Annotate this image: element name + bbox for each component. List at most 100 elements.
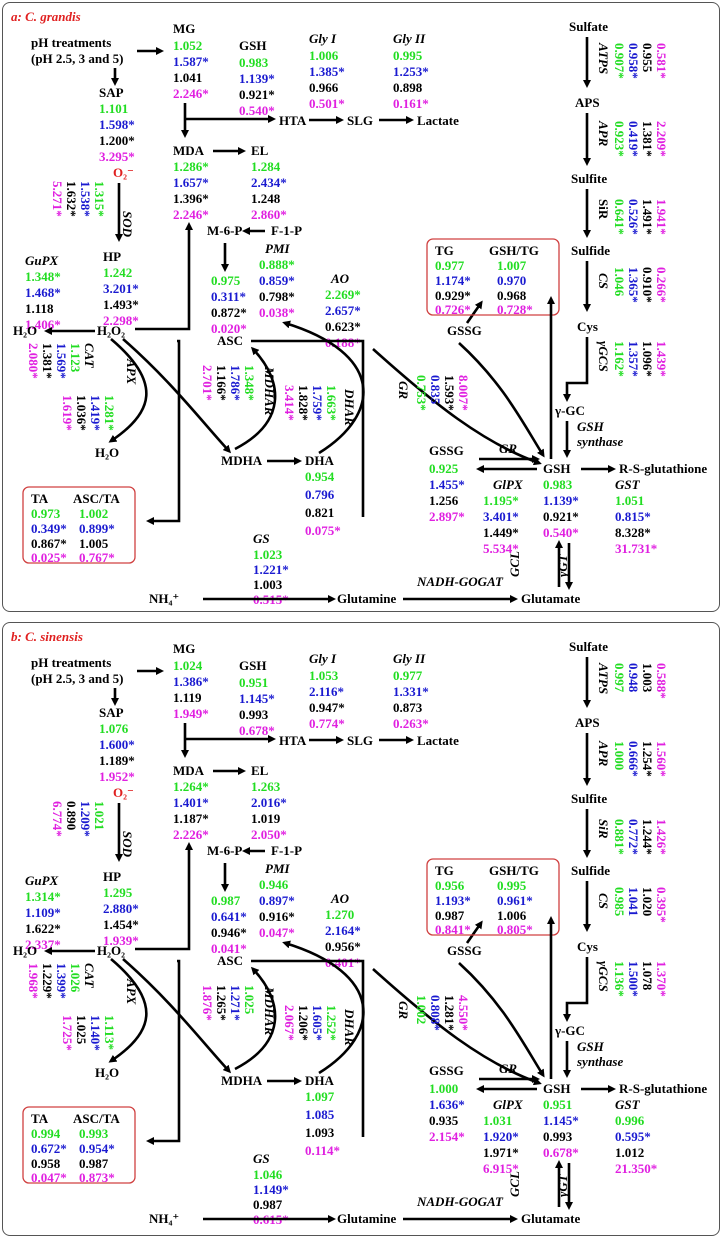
svg-text:0.916*: 0.916* [259, 909, 295, 924]
gsh-top-label: GSH [239, 658, 266, 673]
sir-values: 0.881* 0.772* 1.244* 1.426* [612, 819, 669, 855]
gr-a-label: GR [396, 1001, 411, 1019]
svg-text:0.993: 0.993 [239, 707, 269, 722]
svg-text:0.987: 0.987 [253, 1197, 283, 1212]
h2o-b-label: H₂O [95, 445, 119, 460]
hta-label: HTA [279, 113, 307, 128]
pmi-values: 0.946 0.897* 0.916* 0.047* [259, 877, 295, 940]
svg-text:0.985: 0.985 [612, 887, 627, 917]
svg-text:0.540*: 0.540* [543, 525, 579, 540]
ggcs-values: 1.162* 1.357* 1.096* 1.439* [612, 341, 669, 377]
svg-text:5.534*: 5.534* [483, 541, 519, 556]
sir-values: 0.641* 0.526* 1.491* 1.941* [612, 199, 669, 235]
svg-text:0.796: 0.796 [305, 487, 335, 502]
svg-text:0.767*: 0.767* [79, 550, 115, 565]
svg-text:0.114*: 0.114* [305, 1143, 340, 1158]
svg-text:0.954: 0.954 [305, 469, 335, 484]
f1p-label: F-1-P [271, 223, 302, 238]
gssg-b-values: 1.000 1.636* 0.935 2.154* [429, 1081, 465, 1144]
gr-a-values: 0.753* 0.835 1.593* 8.007* [414, 375, 471, 411]
dhar-values: 2.067* 1.206* 1.605* 1.252* [282, 1005, 339, 1041]
svg-text:1.295: 1.295 [103, 885, 133, 900]
h2o-b-label: H₂O [95, 1065, 119, 1080]
svg-text:1.139*: 1.139* [239, 71, 275, 86]
svg-text:6.774*: 6.774* [50, 801, 65, 837]
svg-text:ASC/TA: ASC/TA [73, 1111, 120, 1126]
ta-box [22, 486, 136, 564]
svg-text:1.314*: 1.314* [25, 889, 61, 904]
gsh-values: 0.951 1.145* 0.993 0.678* [543, 1097, 579, 1160]
arrow-dha-gsh [372, 348, 542, 466]
svg-text:1.622*: 1.622* [25, 921, 61, 936]
svg-text:0.923*: 0.923* [612, 121, 627, 157]
svg-text:1.206*: 1.206* [296, 1005, 311, 1041]
svg-text:1.253*: 1.253* [393, 64, 429, 79]
apx-values: 1.619* 1.036* 1.419* 1.281* [60, 395, 117, 431]
svg-text:TG: TG [435, 243, 454, 258]
svg-text:0.921*: 0.921* [239, 87, 275, 102]
mg-values: 1.052 1.587* 1.041 2.246* [173, 38, 209, 101]
svg-text:0.728*: 0.728* [497, 302, 533, 317]
gupx-label: GuPX [25, 253, 59, 268]
svg-text:1.003: 1.003 [253, 577, 283, 592]
svg-text:0.526*: 0.526* [626, 199, 641, 235]
slg-label: SLG [347, 113, 373, 128]
svg-text:1.046: 1.046 [253, 1167, 283, 1182]
svg-text:4.550*: 4.550* [456, 995, 471, 1031]
svg-text:1.725*: 1.725* [60, 1015, 75, 1051]
svg-text:1.399*: 1.399* [54, 963, 69, 999]
svg-text:1.270: 1.270 [325, 907, 354, 922]
cat-values: 2.080* 1.381* 1.569* 1.123 [26, 343, 83, 379]
svg-text:1.587*: 1.587* [173, 54, 209, 69]
svg-text:2.880*: 2.880* [103, 901, 139, 916]
svg-text:1.538*: 1.538* [78, 181, 93, 217]
gsh-top-values: 0.951 1.145* 0.993 0.678* [239, 675, 275, 738]
tg-box-content: TG GSH/TG 0.956 1.193* 0.987 0.841* 0.99… [435, 863, 539, 937]
svg-text:0.987: 0.987 [435, 908, 465, 923]
dha-label: DHA [305, 1073, 335, 1088]
aps-label: APS [575, 715, 600, 730]
gcl-label: GCL [507, 551, 522, 577]
svg-text:0.821: 0.821 [305, 505, 334, 520]
svg-text:0.947*: 0.947* [309, 700, 345, 715]
mda-label: MDA [173, 143, 205, 158]
o2-label: O₂⁻ [113, 165, 134, 180]
ao-values: 2.269* 2.657* 0.623* 0.188* [325, 287, 361, 350]
svg-text:1.149*: 1.149* [253, 1182, 289, 1197]
svg-text:0.815*: 0.815* [615, 509, 651, 524]
arrow-dha-gsh [372, 968, 542, 1086]
svg-text:1.244*: 1.244* [640, 819, 655, 855]
svg-text:1.118: 1.118 [25, 301, 54, 316]
rsg-label: R-S-glutathione [619, 1081, 707, 1096]
svg-text:1.006: 1.006 [309, 48, 339, 63]
svg-text:31.731*: 31.731* [615, 541, 657, 556]
hp-values: 1.295 2.880* 1.454* 1.939* [103, 885, 139, 948]
svg-text:1.426*: 1.426* [654, 819, 669, 855]
glyi-values: 1.006 1.385* 0.966 0.501* [309, 48, 345, 111]
sulfate-label: Sulfate [569, 19, 608, 34]
svg-text:6.915*: 6.915* [483, 1161, 519, 1176]
svg-text:1.023: 1.023 [253, 547, 283, 562]
cs-values: 0.985 1.041 1.020 0.395* [612, 887, 669, 923]
hp-label: HP [103, 869, 121, 884]
pathway-diagram: b: C. sinensis pH treatments (pH 2.5, 3 … [11, 629, 707, 1227]
svg-text:TG: TG [435, 863, 454, 878]
svg-text:0.897*: 0.897* [259, 893, 295, 908]
dha-values: 0.954 0.796 0.821 0.075* [305, 469, 341, 538]
svg-text:1.381*: 1.381* [640, 121, 655, 157]
apr-label: APR [596, 740, 611, 767]
panel-c-grandis: a: C. grandis pH treatments (pH 2.5, 3 a… [2, 2, 720, 612]
svg-text:1.256: 1.256 [429, 493, 459, 508]
svg-text:1.455*: 1.455* [429, 477, 465, 492]
dhar-values: 3.414* 1.828* 1.759* 1.663* [282, 385, 339, 421]
glutamate-label: Glutamate [521, 1211, 580, 1226]
svg-text:1.263: 1.263 [251, 779, 281, 794]
svg-text:1.454*: 1.454* [103, 917, 139, 932]
svg-text:0.772*: 0.772* [626, 819, 641, 855]
svg-text:0.666*: 0.666* [626, 741, 641, 777]
svg-text:1.221*: 1.221* [253, 562, 289, 577]
hp-values: 1.242 3.201* 1.493* 2.298* [103, 265, 139, 328]
svg-text:1.493*: 1.493* [103, 297, 139, 312]
svg-text:1.560*: 1.560* [654, 741, 669, 777]
svg-text:0.921*: 0.921* [543, 509, 579, 524]
